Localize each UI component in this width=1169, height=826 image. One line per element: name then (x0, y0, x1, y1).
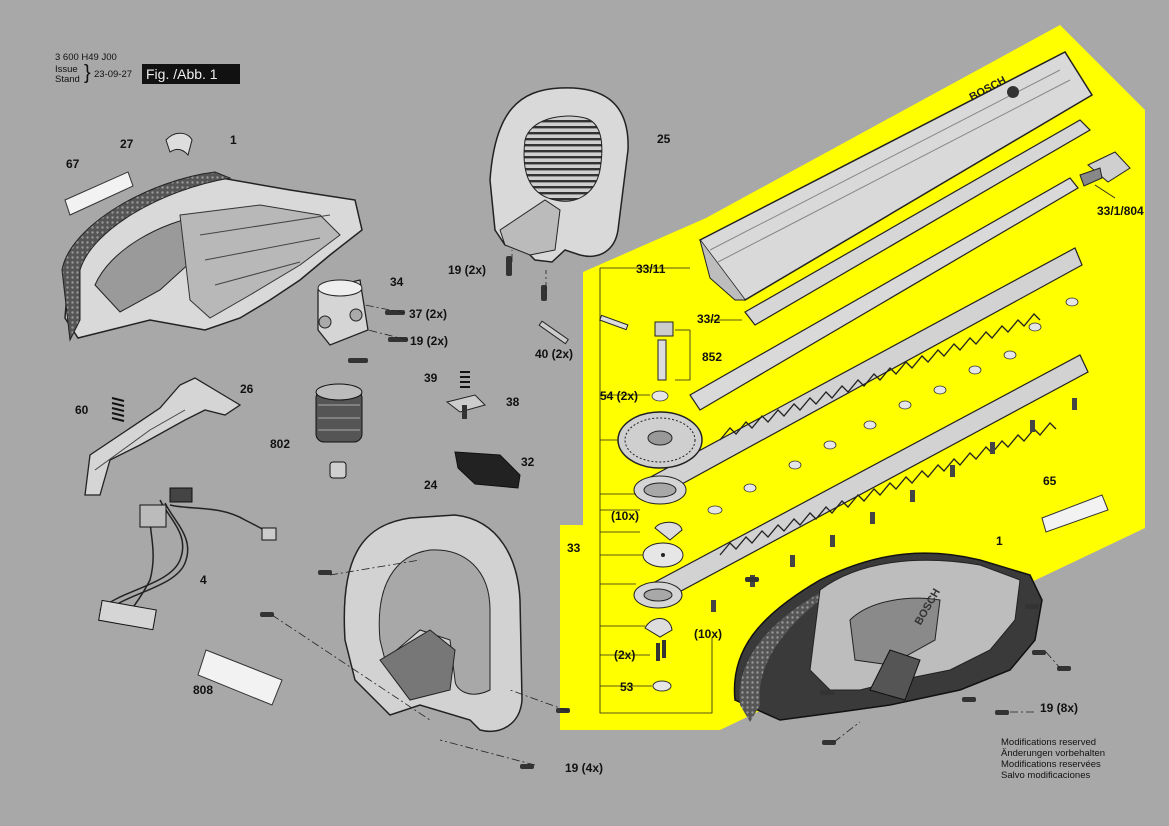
label-808-sticker (197, 649, 283, 706)
label-1-right: 1 (996, 534, 1003, 548)
part-24-front-handle (343, 514, 523, 732)
part-802-motor (315, 383, 363, 479)
part-60-spring (111, 397, 125, 422)
label-38: 38 (506, 395, 520, 409)
eccentric-disc (642, 542, 684, 568)
label-26: 26 (240, 382, 254, 396)
part-4-terminal (261, 527, 277, 541)
note-line-de: Änderungen vorbehalten (1001, 748, 1106, 759)
label-53: 53 (620, 680, 634, 694)
gear-wheel (617, 411, 703, 469)
washers-54 (651, 297, 1079, 515)
part-33-2-rail (744, 119, 1091, 326)
part-pin-top (599, 314, 629, 331)
label-2x: (2x) (614, 648, 636, 662)
label-802: 802 (270, 437, 291, 451)
screws-19-8x (745, 577, 1071, 745)
modifications-note: Modifications reserved Änderungen vorbeh… (1001, 737, 1105, 781)
part-4-cable-harness (99, 499, 273, 621)
label-4: 4 (200, 573, 207, 587)
brace-glyph: } (84, 62, 91, 84)
housing-right-half (733, 552, 1043, 722)
label-1-top: 1 (230, 133, 237, 147)
part-32-pad (454, 451, 521, 489)
issue-date: 23-09-27 (94, 69, 133, 80)
label-33-11: 33/11 (636, 262, 666, 276)
label-40-2x: 40 (2x) (535, 347, 574, 361)
stand-label: Stand (55, 74, 80, 85)
part-4-plate (98, 599, 157, 631)
note-line-en: Modifications reserved (1001, 737, 1097, 748)
part-4-connector (169, 487, 193, 503)
eccentric-link-lower (633, 581, 683, 609)
label-60: 60 (75, 403, 89, 417)
label-67: 67 (66, 157, 80, 171)
label-19-4x: 19 (4x) (565, 761, 604, 775)
dashdot-leaders-right (833, 651, 1061, 743)
cam-piece-lower (644, 618, 673, 638)
part-33-1-804-end-cap (1079, 151, 1131, 187)
issue-label: Issue (55, 64, 78, 75)
dashdot-leaders-left (271, 250, 569, 766)
label-65: 65 (1043, 474, 1057, 488)
part-26-switch (84, 377, 242, 496)
label-10x-a: (10x) (611, 509, 640, 523)
label-54-2x: 54 (2x) (600, 389, 639, 403)
part-33-11-blade-guard (698, 51, 1094, 301)
label-34: 34 (390, 275, 404, 289)
eccentric-link-upper (633, 475, 687, 505)
label-852: 852 (702, 350, 723, 364)
note-line-es: Salvo modificaciones (1001, 770, 1091, 781)
cam-piece (654, 521, 683, 541)
part-39-spring (460, 371, 470, 388)
label-27: 27 (120, 137, 134, 151)
screws-19-top (506, 256, 547, 301)
figure-title: Fig. /Abb. 1 (142, 64, 240, 84)
label-19-2x-a: 19 (2x) (448, 263, 487, 277)
label-37-2x: 37 (2x) (409, 307, 448, 321)
part-33-blade-bar (689, 177, 1079, 411)
label-33: 33 (567, 541, 581, 555)
label-25: 25 (657, 132, 671, 146)
label-65-sticker (1041, 494, 1109, 533)
part-38-lever (445, 394, 486, 419)
part-4-switch-block (139, 504, 167, 528)
label-33-2: 33/2 (697, 312, 721, 326)
label-24: 24 (424, 478, 438, 492)
part-number: 3 600 H49 J00 (55, 52, 117, 63)
screws-37-19 (348, 310, 408, 363)
part-34-gear-housing (317, 279, 369, 346)
label-32: 32 (521, 455, 535, 469)
housing-left-half (61, 171, 363, 342)
pins-2x (656, 640, 666, 661)
label-19-8x: 19 (8x) (1040, 701, 1079, 715)
label-33-1-804: 33/1/804 (1097, 204, 1144, 218)
label-67-sticker (64, 171, 134, 216)
part-53-washer (652, 680, 672, 692)
screws-19-4x (260, 570, 570, 769)
label-808: 808 (193, 683, 214, 697)
part-852-crank (654, 321, 674, 381)
label-19-2x-b: 19 (2x) (410, 334, 449, 348)
label-10x-b: (10x) (694, 627, 723, 641)
note-line-fr: Modifications reservées (1001, 759, 1101, 770)
bracket-leaders-33 (599, 184, 1116, 714)
part-40-pin (538, 320, 569, 345)
handle-cover-25 (489, 87, 629, 263)
part-27-clip (165, 132, 193, 157)
label-39: 39 (424, 371, 438, 385)
